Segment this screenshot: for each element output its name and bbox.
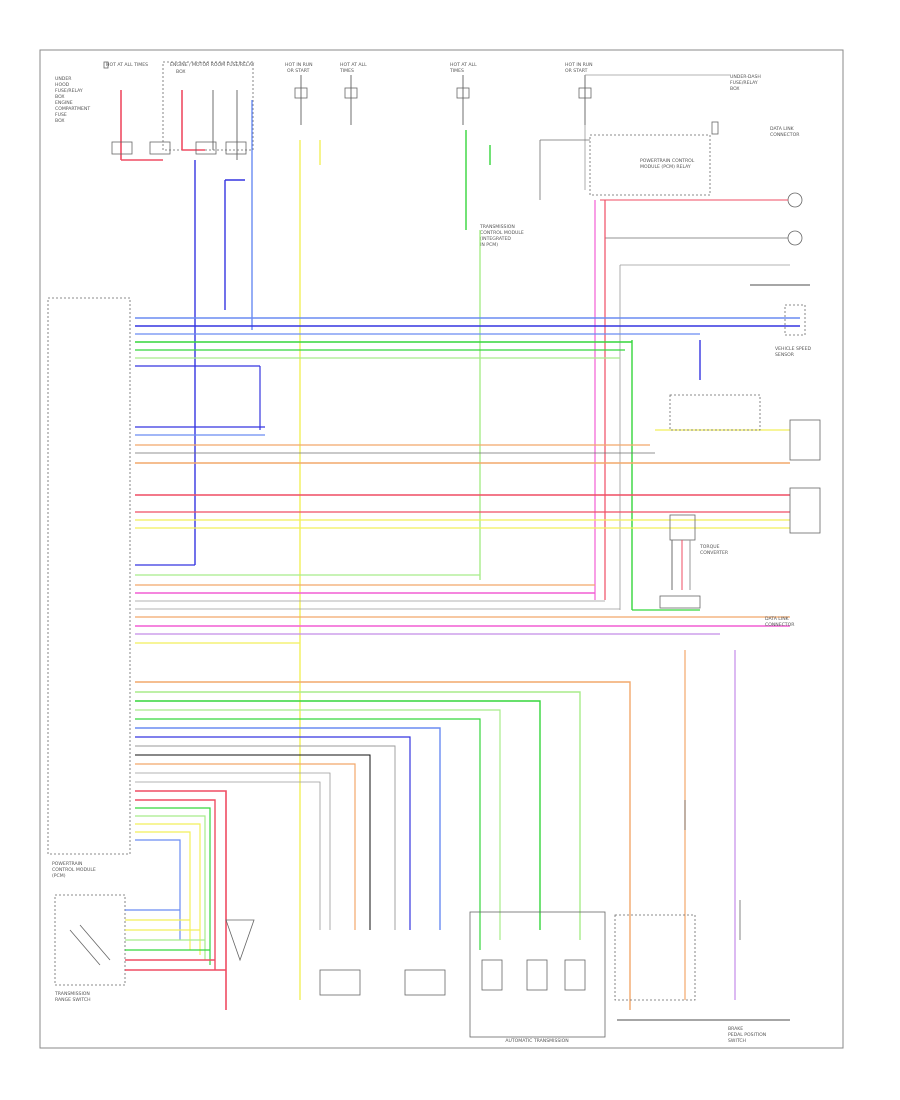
svg-text:IN PCM): IN PCM)	[480, 242, 498, 248]
svg-text:CONTROL MODULE: CONTROL MODULE	[480, 230, 524, 236]
svg-text:BOX: BOX	[55, 118, 65, 124]
svg-text:CONTROL MODULE: CONTROL MODULE	[52, 867, 96, 873]
svg-text:BOX: BOX	[55, 94, 65, 100]
svg-text:ENGINE / MOTOR ROOM FUSE/RELAY: ENGINE / MOTOR ROOM FUSE/RELAY	[170, 62, 254, 68]
harness-wires-upper	[135, 317, 800, 430]
top-fuse-labels: HOT IN RUN OR START HOT AT ALL TIMES HOT…	[285, 62, 761, 92]
transmission-range-switch: TRANSMISSION RANGE SWITCH	[54, 894, 226, 1003]
svg-text:TRANSMISSION: TRANSMISSION	[479, 224, 515, 230]
svg-text:COMPARTMENT: COMPARTMENT	[55, 106, 90, 112]
svg-text:CONVERTER: CONVERTER	[700, 550, 729, 556]
svg-text:CONNECTOR: CONNECTOR	[770, 132, 800, 138]
svg-text:CONNECTOR: CONNECTOR	[765, 622, 795, 628]
svg-text:TIMES: TIMES	[339, 68, 354, 74]
svg-text:ENGINE: ENGINE	[55, 100, 73, 106]
svg-text:SENSOR: SENSOR	[775, 352, 795, 358]
svg-text:HOT IN RUN: HOT IN RUN	[285, 62, 313, 68]
svg-text:HOT AT ALL TIMES: HOT AT ALL TIMES	[106, 62, 148, 68]
top-right-components: DATA LINK CONNECTOR	[600, 121, 810, 286]
harness-wires-middle	[135, 426, 790, 529]
svg-text:TRANSMISSION: TRANSMISSION	[54, 991, 90, 997]
harness-wires-lower	[135, 564, 790, 644]
diagram-frame	[39, 49, 844, 1049]
svg-text:FUSE/RELAY: FUSE/RELAY	[55, 88, 83, 94]
svg-text:(PCM): (PCM)	[52, 873, 66, 879]
upper-connector-stubs	[111, 90, 247, 161]
svg-text:TIMES: TIMES	[449, 68, 464, 74]
svg-text:FUSE/RELAY: FUSE/RELAY	[730, 80, 758, 86]
svg-text:UNDER-DASH: UNDER-DASH	[730, 74, 761, 80]
svg-text:HOT AT ALL: HOT AT ALL	[340, 62, 367, 68]
svg-text:OR START: OR START	[565, 68, 588, 74]
svg-text:HOT IN RUN: HOT IN RUN	[565, 62, 593, 68]
svg-text:BOX: BOX	[730, 86, 740, 92]
svg-text:PEDAL POSITION: PEDAL POSITION	[728, 1032, 766, 1038]
svg-text:HOT AT ALL: HOT AT ALL	[450, 62, 477, 68]
svg-text:MODULE (PCM) RELAY: MODULE (PCM) RELAY	[640, 164, 691, 170]
svg-text:FUSE: FUSE	[55, 112, 67, 118]
svg-text:RANGE SWITCH: RANGE SWITCH	[55, 997, 91, 1003]
svg-text:BOX: BOX	[176, 69, 186, 75]
svg-text:SWITCH: SWITCH	[728, 1038, 746, 1044]
svg-text:DATA LINK: DATA LINK	[770, 126, 795, 132]
top-switches: POWERTRAIN CONTROL MODULE (PCM) RELAY TR…	[294, 74, 730, 248]
top-vertical-wires	[194, 100, 633, 1000]
svg-text:POWERTRAIN CONTROL: POWERTRAIN CONTROL	[640, 158, 695, 164]
svg-text:AUTOMATIC TRANSMISSION: AUTOMATIC TRANSMISSION	[505, 1038, 568, 1044]
harness-wires-bottom	[135, 650, 736, 1010]
svg-text:VEHICLE SPEED: VEHICLE SPEED	[775, 346, 811, 352]
bottom-components: AUTOMATIC TRANSMISSION BRAKE PEDAL POSIT…	[225, 800, 790, 1044]
svg-text:TORQUE: TORQUE	[699, 544, 720, 550]
svg-text:DATA LINK: DATA LINK	[765, 616, 790, 622]
svg-text:(INTEGRATED: (INTEGRATED	[480, 236, 511, 242]
svg-text:POWERTRAIN: POWERTRAIN	[52, 861, 82, 867]
right-mid-components: VEHICLE SPEED SENSOR DATA LINK CONNECTOR…	[659, 304, 821, 628]
svg-text:HOOD: HOOD	[55, 82, 70, 88]
top-fuse-block-left: HOT AT ALL TIMES ENGINE / MOTOR ROOM FUS…	[55, 61, 254, 151]
svg-text:BRAKE: BRAKE	[728, 1026, 743, 1032]
svg-text:UNDER: UNDER	[55, 76, 72, 82]
pcm-connector: POWERTRAIN CONTROL MODULE (PCM)	[47, 297, 131, 879]
svg-text:OR START: OR START	[287, 68, 310, 74]
